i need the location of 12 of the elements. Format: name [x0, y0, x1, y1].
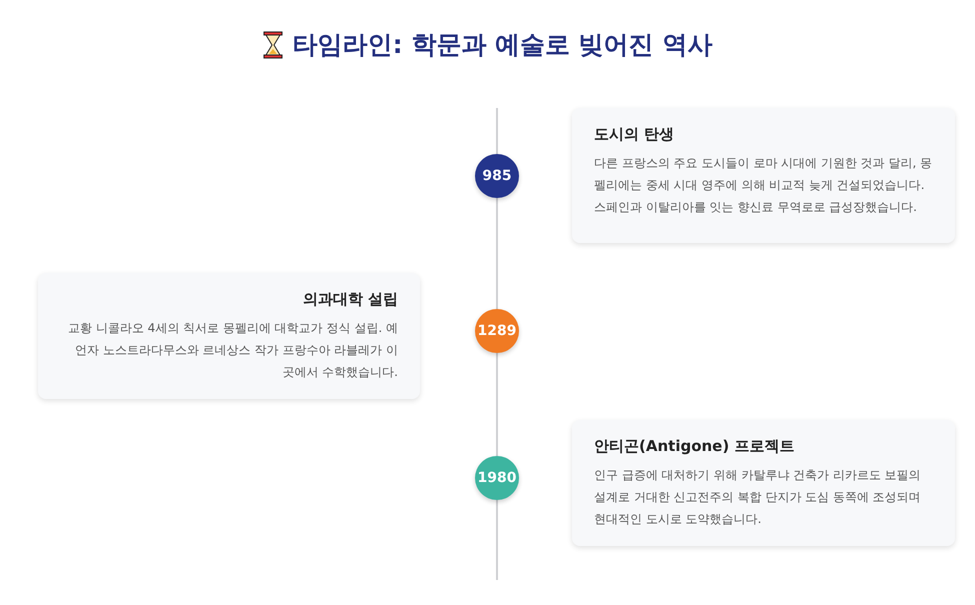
event-description: 다른 프랑스의 주요 도시들이 로마 시대에 기원한 것과 달리, 몽펠리에는 중세 시대 영주에 의해 비교적 늦게 건설되었습니다. 스페인과 이탈리아를 잇는 향신료 무역로로 급성장했습니다. — [594, 155, 933, 216]
timeline-line — [496, 198, 498, 309]
year-badge: 1289 — [475, 309, 519, 353]
event-title: 안티곤(Antigone) 프로젝트 — [594, 437, 794, 456]
title: 타임라인: 학문과 예술로 빚어진 역사 — [292, 29, 712, 61]
timeline-line — [496, 353, 498, 456]
year-badge: 985 — [475, 154, 519, 198]
event-title: 도시의 탄생 — [594, 125, 674, 144]
year-badge: 1980 — [475, 456, 519, 500]
event-description: 교황 니콜라오 4세의 칙서로 몽펠리에 대학교가 정식 설립. 예언자 노스트라다무스와 르네상스 작가 프랑수아 라블레가 이 곳에서 수학했습니다. — [67, 320, 398, 381]
event-description: 인구 급증에 대처하기 위해 카탈루냐 건축가 리카르도 보필의 설계로 거대한 신고전주의 복합 단지가 도심 동쪽에 조성되며 현대적인 도시로 도약했습니다. — [594, 467, 922, 528]
event-title: 의과대학 설립 — [302, 290, 398, 309]
